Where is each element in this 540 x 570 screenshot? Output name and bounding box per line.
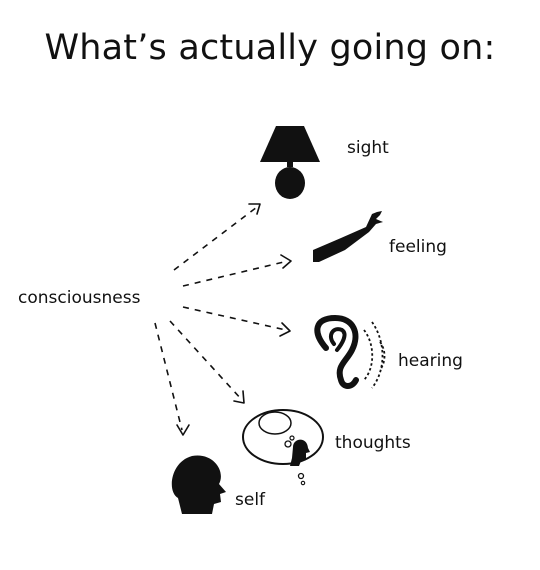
hearing-label: hearing xyxy=(398,351,463,371)
arrow-to-feeling xyxy=(182,254,292,287)
arrow-to-sight xyxy=(173,203,261,271)
consciousness-label: consciousness xyxy=(18,288,141,308)
thoughts-label: thoughts xyxy=(335,433,411,453)
sight-label: sight xyxy=(347,138,389,158)
feeling-label: feeling xyxy=(389,237,447,257)
self-label: self xyxy=(235,490,266,510)
arrow-to-thoughts xyxy=(169,320,245,404)
head-silhouette-icon xyxy=(171,455,226,514)
lamp-icon xyxy=(260,126,320,199)
ear-icon xyxy=(314,314,386,389)
arrow-to-self xyxy=(154,322,190,436)
arrow-to-hearing xyxy=(182,306,291,337)
arm-icon xyxy=(313,211,383,262)
page-title: What’s actually going on: xyxy=(44,28,496,68)
thought-bubble-icon xyxy=(242,409,324,486)
